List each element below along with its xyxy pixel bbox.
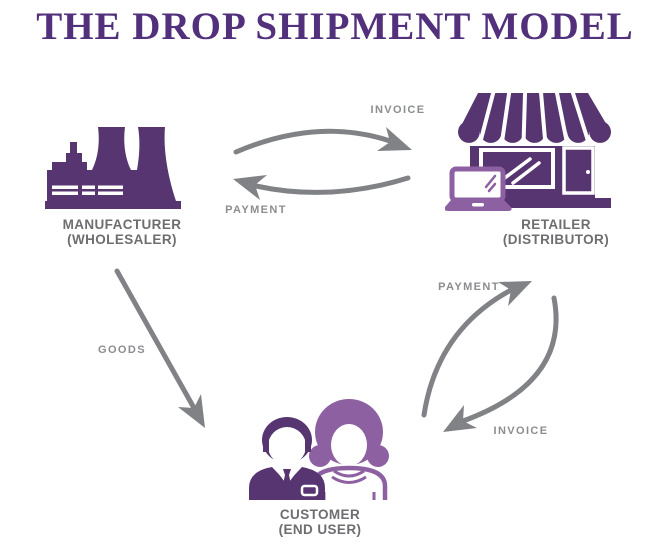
window-shine xyxy=(500,157,541,185)
payment-right-label: PAYMENT xyxy=(438,281,500,293)
manufacturer-label-line2: (WHOLESALER) xyxy=(67,231,177,247)
customer-label-line2: (END USER) xyxy=(278,521,362,537)
payment-top-label: PAYMENT xyxy=(225,204,287,216)
pocket-detail xyxy=(300,484,319,497)
factory-icon xyxy=(45,127,181,209)
door-shape xyxy=(562,146,595,195)
manufacturer-label-line1: MANUFACTURER xyxy=(62,217,182,232)
invoice-arrow-right xyxy=(443,295,559,432)
retailer-label: RETAILER (DISTRIBUTOR) xyxy=(466,217,646,247)
awning-shape xyxy=(458,90,611,145)
invoice-arrow-top xyxy=(233,127,412,155)
goods-label: GOODS xyxy=(98,344,146,356)
storefront-laptop-icon xyxy=(445,90,611,211)
payment-arrow-top xyxy=(233,175,411,200)
man-figure xyxy=(249,417,325,500)
woman-figure xyxy=(309,399,389,500)
laptop-icon xyxy=(445,166,512,211)
retailer-label-line2: (DISTRIBUTOR) xyxy=(502,231,610,247)
payment-arrow-right xyxy=(421,281,532,418)
retailer-label-line1: RETAILER xyxy=(521,217,591,232)
invoice-top-label: INVOICE xyxy=(370,104,426,116)
customer-label-line1: CUSTOMER xyxy=(279,507,361,522)
manufacturer-label: MANUFACTURER (WHOLESALER) xyxy=(32,217,212,247)
page-title: THE DROP SHIPMENT MODEL xyxy=(36,5,634,48)
people-icon xyxy=(249,399,389,500)
customer-label: CUSTOMER (END USER) xyxy=(230,507,410,537)
invoice-right-label: INVOICE xyxy=(493,425,549,437)
goods-arrow xyxy=(114,268,205,428)
